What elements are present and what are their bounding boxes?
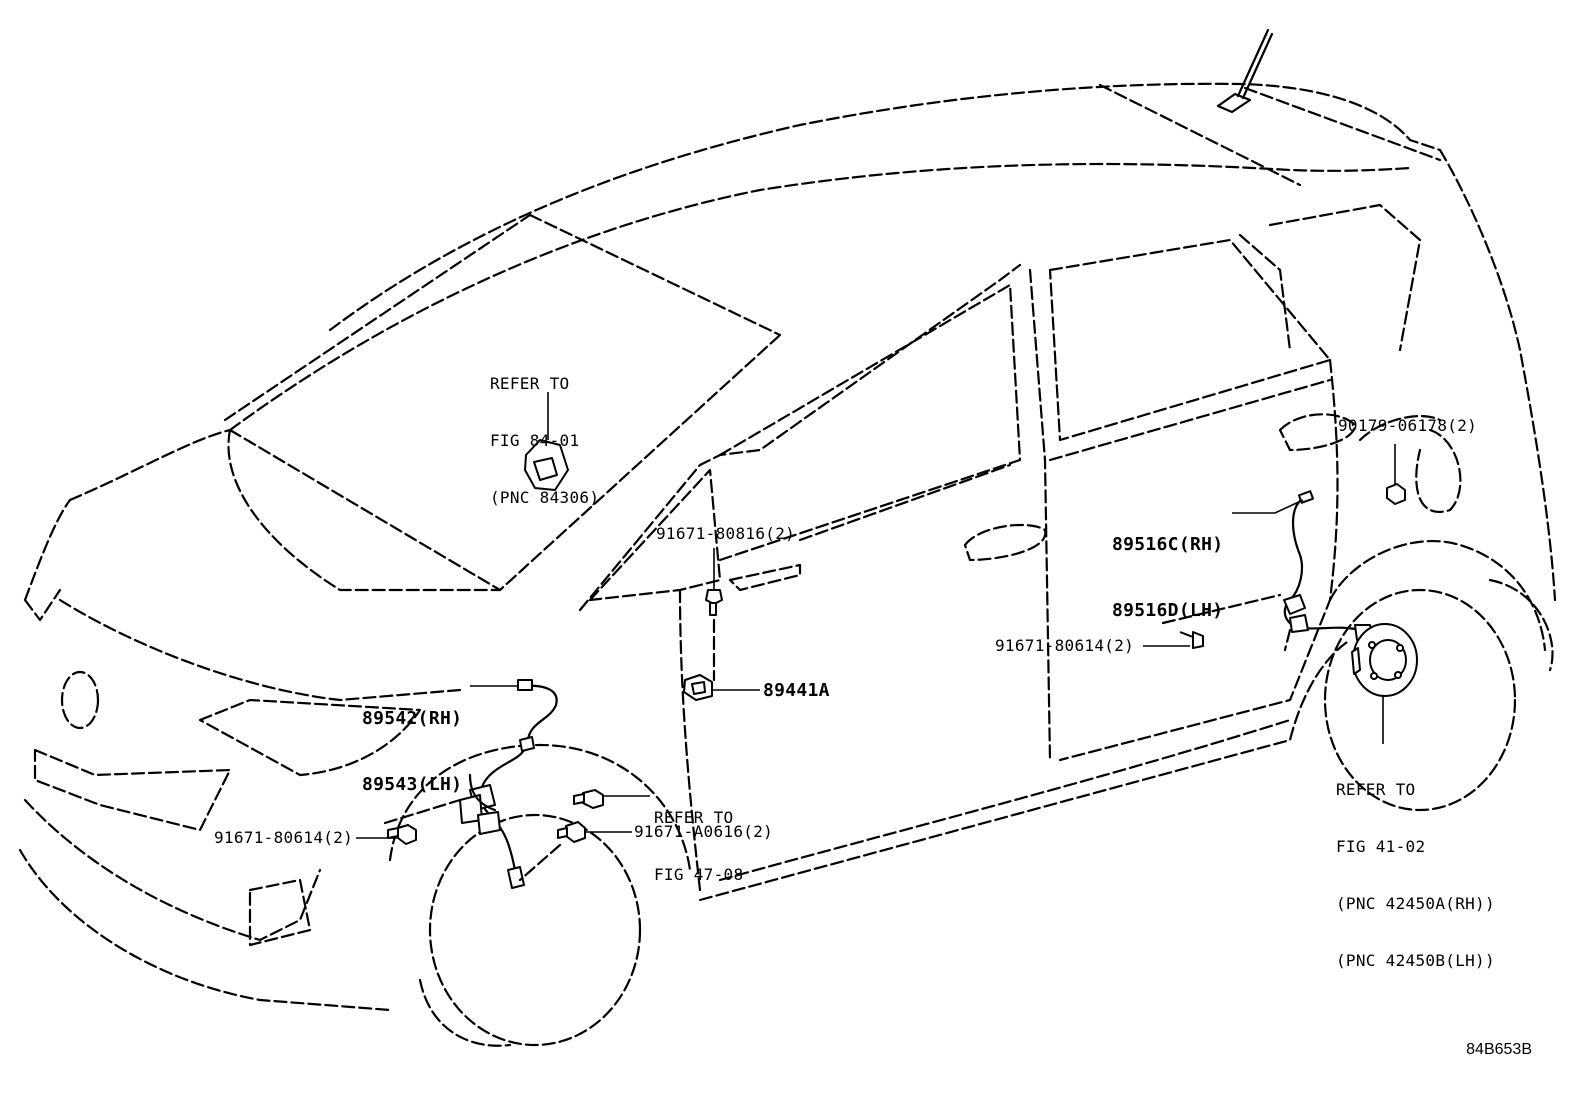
callout-part-91671-A0616: 91671-A0616(2) <box>634 822 774 841</box>
side-sill <box>718 718 1292 882</box>
belt-line <box>798 378 1332 542</box>
front-door-window <box>718 283 1022 562</box>
callout-refer-41-02: REFER TO FIG 41-02 (PNC 42450A(RH)) (PNC… <box>1336 742 1495 989</box>
windshield-left <box>223 213 532 422</box>
lower-bumper <box>18 848 392 1012</box>
figure-code: 84B653B <box>1466 1041 1532 1058</box>
front-speed-sensor-part <box>459 679 558 889</box>
headlamp-left <box>60 670 100 730</box>
callout-line: FIG 47-08 <box>654 865 744 884</box>
front-door-edge <box>678 588 702 892</box>
callout-line: FIG 84-01 <box>490 431 580 450</box>
callout-line: 89516C(RH) <box>1112 534 1224 555</box>
roof-front-edge <box>328 82 1442 332</box>
antenna-base <box>1216 92 1252 114</box>
sensor-89441A-part <box>683 674 713 701</box>
callout-line: REFER TO <box>654 808 734 827</box>
callout-line: (PNC 42450A(RH)) <box>1336 894 1495 913</box>
quarter-glass <box>588 468 722 602</box>
callout-line: (PNC 42450B(LH)) <box>1336 951 1495 970</box>
front-door-handle <box>963 523 1047 562</box>
mirror <box>728 563 802 592</box>
front-tire-tread <box>418 978 512 1047</box>
bolt-47-08-part <box>573 789 604 809</box>
bolt-rear-part <box>1179 631 1204 649</box>
callout-line: REFER TO <box>1336 780 1416 799</box>
callout-part-89516: 89516C(RH) 89516D(LH) <box>1112 490 1223 644</box>
grille <box>33 748 232 832</box>
callout-part-89441A: 89441A <box>763 680 830 701</box>
callout-line: REFER TO <box>490 374 570 393</box>
fuel-door <box>1358 415 1462 513</box>
callout-line: FIG 41-02 <box>1336 837 1426 856</box>
dash-A0616 <box>518 843 562 882</box>
b-pillar <box>1028 268 1052 762</box>
bolt-front-part <box>387 824 417 845</box>
bolt-A0616-part <box>557 821 586 843</box>
roof-rails <box>1098 83 1442 187</box>
bolt-80816-part <box>705 589 723 616</box>
rear-speed-sensor-part <box>1283 490 1373 652</box>
nut-90179-part <box>1386 483 1406 505</box>
headlamp-right <box>198 698 422 777</box>
leader-89516 <box>1232 499 1304 514</box>
hood <box>68 428 502 592</box>
callout-refer-47-08: REFER TO FIG 47-08 <box>654 770 743 903</box>
rear-hatch <box>1438 148 1557 602</box>
callout-line: 89543(LH) <box>362 774 463 795</box>
dash-front-bolt <box>383 798 462 825</box>
rear-door-handle <box>1278 413 1357 452</box>
rear-tire-outer <box>1323 588 1517 812</box>
dash-rear-bolt <box>1161 593 1282 625</box>
callout-refer-84-01: REFER TO FIG 84-01 (PNC 84306) <box>490 336 599 526</box>
callout-line: (PNC 84306) <box>490 488 600 507</box>
callout-line: 89516D(LH) <box>1112 600 1224 621</box>
front-bumper <box>23 798 322 942</box>
rear-hub-part <box>1351 623 1418 697</box>
rear-wheel-arch <box>1328 540 1547 652</box>
fog-lamp <box>248 878 312 947</box>
callout-part-91671-80614-front: 91671-80614(2) <box>214 828 354 847</box>
c-pillar <box>1238 203 1422 352</box>
front-tire-outer <box>428 813 642 1047</box>
rear-bumper <box>1488 578 1554 672</box>
rocker-panel <box>698 638 1352 902</box>
rear-door-window <box>1048 238 1332 442</box>
spiral-cable-part <box>524 439 569 491</box>
roof-side-edge <box>228 162 1412 432</box>
callout-part-91671-80614-rear: 91671-80614(2) <box>995 636 1135 655</box>
callout-part-90179: 90179-06178(2) <box>1338 416 1478 435</box>
callout-part-89542: 89542(RH) 89543(LH) <box>362 664 462 818</box>
callout-part-91671-80816: 91671-80816(2) <box>656 524 796 543</box>
front-fender-top <box>23 498 72 622</box>
front-wheel-arch <box>388 743 692 872</box>
hood-front-edge <box>58 598 462 702</box>
windshield-top <box>528 213 782 337</box>
a-pillar <box>578 263 1022 612</box>
antenna-mast <box>1236 28 1274 100</box>
callout-line: 89542(RH) <box>362 708 463 729</box>
rear-door-edge <box>1058 358 1339 762</box>
